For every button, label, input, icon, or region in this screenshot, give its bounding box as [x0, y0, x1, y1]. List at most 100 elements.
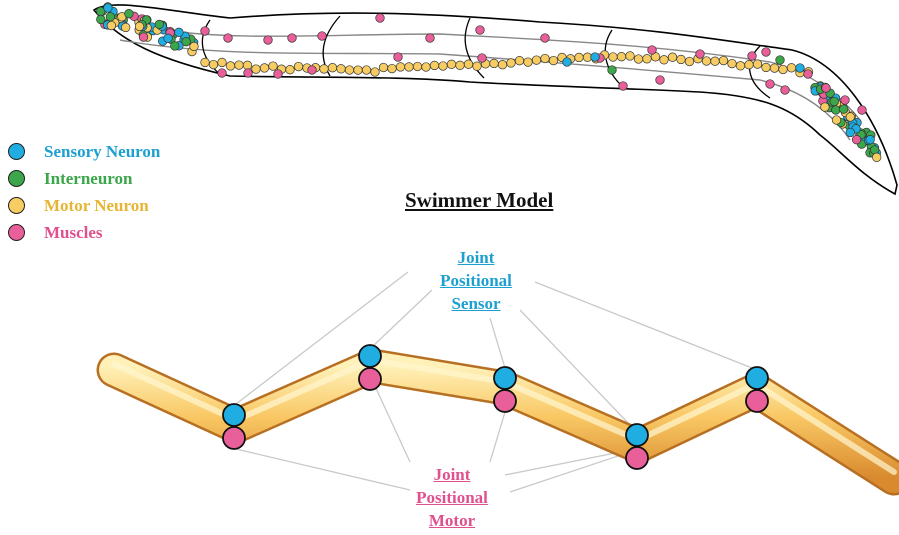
motor-neuron-dot: [548, 55, 559, 66]
motor-neuron-dot: [370, 67, 380, 77]
cell-dot: [163, 33, 173, 43]
motor-neuron-dot: [633, 54, 644, 64]
cell-dot: [820, 102, 830, 112]
motor-neuron-dot: [319, 64, 329, 74]
legend-label: Motor Neuron: [44, 195, 149, 215]
muscle-dot: [821, 83, 831, 93]
muscle-dot: [243, 68, 253, 78]
motor-neuron-dot: [489, 58, 499, 69]
motor-neuron-dot: [268, 61, 278, 71]
cell-dot: [174, 27, 184, 37]
cell-dot: [106, 20, 117, 31]
cell-dot: [124, 9, 134, 19]
cell-dot: [590, 52, 600, 62]
muscle-dot: [695, 49, 705, 59]
muscle-dot: [747, 51, 757, 61]
motor-neuron-dot: [378, 62, 389, 73]
motor-neuron-dot: [659, 55, 669, 65]
motor-neuron-dot: [455, 60, 465, 70]
legend-item-motor: Motor Neuron: [8, 192, 160, 219]
motor-neuron-dot: [540, 53, 550, 64]
cell-dot: [562, 57, 572, 67]
muscle-dot: [655, 75, 665, 85]
cell-dot: [170, 41, 180, 51]
motor-neuron-dot: [217, 57, 227, 68]
worm-segment-divider: [464, 17, 485, 79]
muscle-dot: [803, 69, 813, 79]
motor-neuron-dot: [463, 59, 474, 69]
muscle-dot: [475, 25, 485, 35]
cell-dot: [138, 32, 149, 42]
cell-dot: [96, 14, 106, 25]
motor-neuron-dot: [497, 60, 508, 70]
motor-neuron-dot: [353, 65, 363, 75]
muscle-dot: [200, 26, 210, 36]
worm-body: [92, 4, 898, 196]
joint-sensor: [493, 366, 517, 390]
motor-neuron-dot: [259, 63, 270, 73]
motor-neuron-dot: [735, 61, 746, 71]
cell-dot: [872, 152, 882, 162]
muscle-dot: [287, 33, 297, 43]
worm-outline: [92, 4, 898, 196]
motor-neuron-dot: [769, 63, 780, 73]
cell-dot: [865, 135, 875, 145]
joint-sensor: [222, 403, 246, 427]
motor-neuron-dot: [778, 64, 788, 75]
cell-dot: [775, 55, 785, 65]
motor-neuron-dot: [786, 63, 797, 73]
joint-motor: [222, 426, 246, 450]
motor-neuron-dot: [200, 57, 210, 68]
worm-segment-divider: [201, 19, 223, 77]
motor-neuron-dot: [208, 59, 219, 70]
muscle-dot: [307, 65, 317, 75]
sensor-callout-line: Sensor: [451, 294, 501, 313]
motor-callout-line: Motor: [428, 511, 476, 530]
joint-motor: [745, 389, 769, 413]
motor-neuron-dot: [523, 57, 533, 67]
joint-sensors: [222, 344, 769, 447]
motor-neuron-dot: [506, 58, 516, 68]
legend-item-interneuron: Interneuron: [8, 165, 160, 192]
motor-neuron-dot: [676, 54, 686, 65]
motor-neuron-dot: [225, 61, 236, 71]
motor-neuron-dot: [234, 60, 244, 70]
motor-neuron-dot: [387, 63, 397, 74]
cell-dot: [105, 12, 116, 22]
sensor-callout-line: Joint: [457, 248, 495, 267]
motor-neuron-dot: [285, 65, 295, 75]
legend-dot-interneuron: [8, 170, 25, 187]
motor-neuron-dot: [514, 56, 525, 66]
motor-neuron-dot: [574, 52, 584, 63]
cell-dot: [103, 3, 113, 13]
muscle-dot: [273, 69, 283, 79]
diagram-title: Swimmer Model: [405, 188, 554, 212]
cell-dot: [189, 41, 199, 52]
legend-dot-motor: [8, 197, 25, 214]
worm-cells: [96, 2, 882, 162]
legend: Sensory Neuron Interneuron Motor Neuron …: [8, 138, 160, 246]
motor-neuron-dot: [421, 62, 431, 72]
joint-motors: [222, 367, 769, 470]
motor-neuron-dot: [625, 51, 635, 61]
joint-sensor: [358, 344, 382, 368]
motor-neuron-dot: [710, 56, 720, 66]
motor-neuron-dot: [701, 56, 712, 66]
motor-neuron-dot: [429, 60, 440, 71]
motor-neuron-dot: [718, 55, 729, 66]
motor-neuron-dot: [744, 60, 754, 70]
motor-neuron-dot: [752, 59, 763, 69]
motor-neuron-dot: [616, 52, 627, 62]
joint-motor: [625, 446, 649, 470]
sensor-callout: Joint Positional Sensor: [428, 246, 524, 315]
muscle-dot: [840, 95, 850, 105]
legend-dot-muscles: [8, 224, 25, 241]
joint-motor: [493, 389, 517, 413]
muscle-dot: [317, 31, 327, 41]
cell-dot: [121, 22, 131, 33]
motor-neuron-dot: [446, 59, 457, 69]
cell-dot: [831, 115, 842, 125]
legend-item-sensory: Sensory Neuron: [8, 138, 160, 165]
cell-dot: [795, 63, 805, 73]
cell-dot: [829, 96, 839, 107]
